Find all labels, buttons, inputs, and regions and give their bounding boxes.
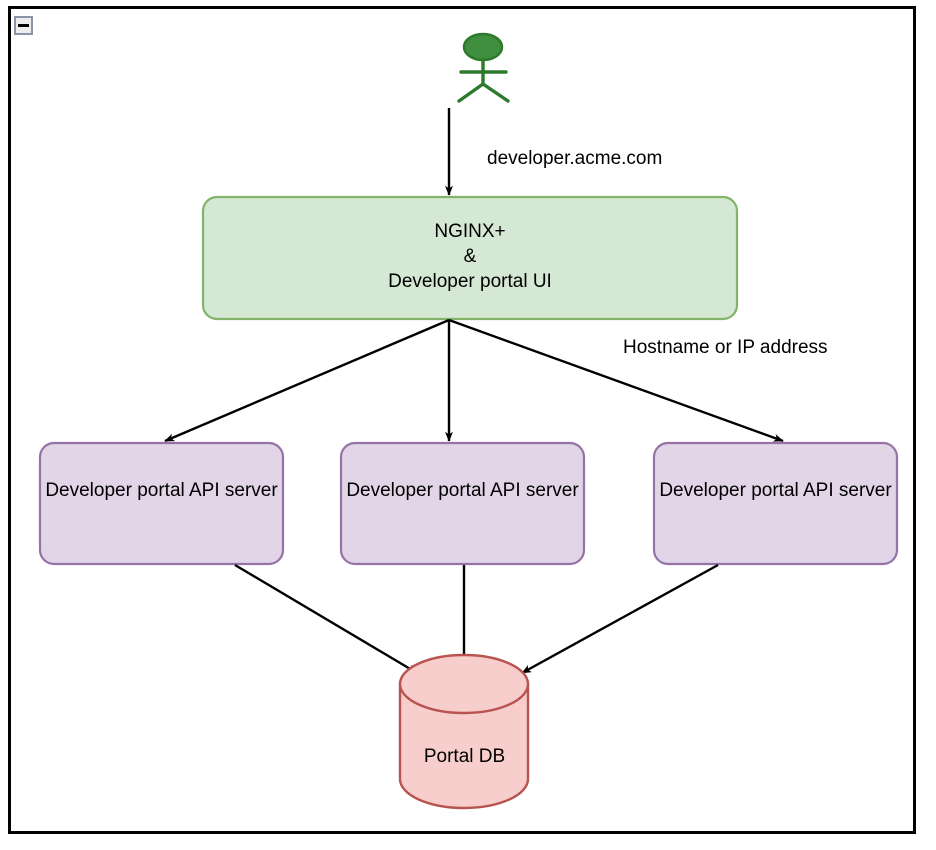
edge-api-1-to-db[interactable]	[234, 563, 418, 675]
edge-nginx-to-api-3[interactable]	[448, 318, 784, 443]
node-api-server-2[interactable]	[339, 441, 586, 566]
user-actor[interactable]	[457, 32, 510, 103]
node-api-server-3[interactable]	[652, 441, 899, 566]
node-portal-db[interactable]	[398, 653, 530, 810]
node-api-server-1[interactable]	[38, 441, 285, 566]
node-nginx-developer-portal-ui[interactable]	[201, 195, 739, 321]
edge-label-hostname-or-ip: Hostname or IP address	[623, 337, 828, 358]
edge-label-developer-acme-com: developer.acme.com	[487, 148, 663, 169]
minus-icon	[18, 24, 29, 27]
collapse-button[interactable]	[14, 16, 33, 35]
edge-api-3-to-db[interactable]	[521, 563, 719, 675]
edge-nginx-to-api-1[interactable]	[164, 318, 450, 443]
